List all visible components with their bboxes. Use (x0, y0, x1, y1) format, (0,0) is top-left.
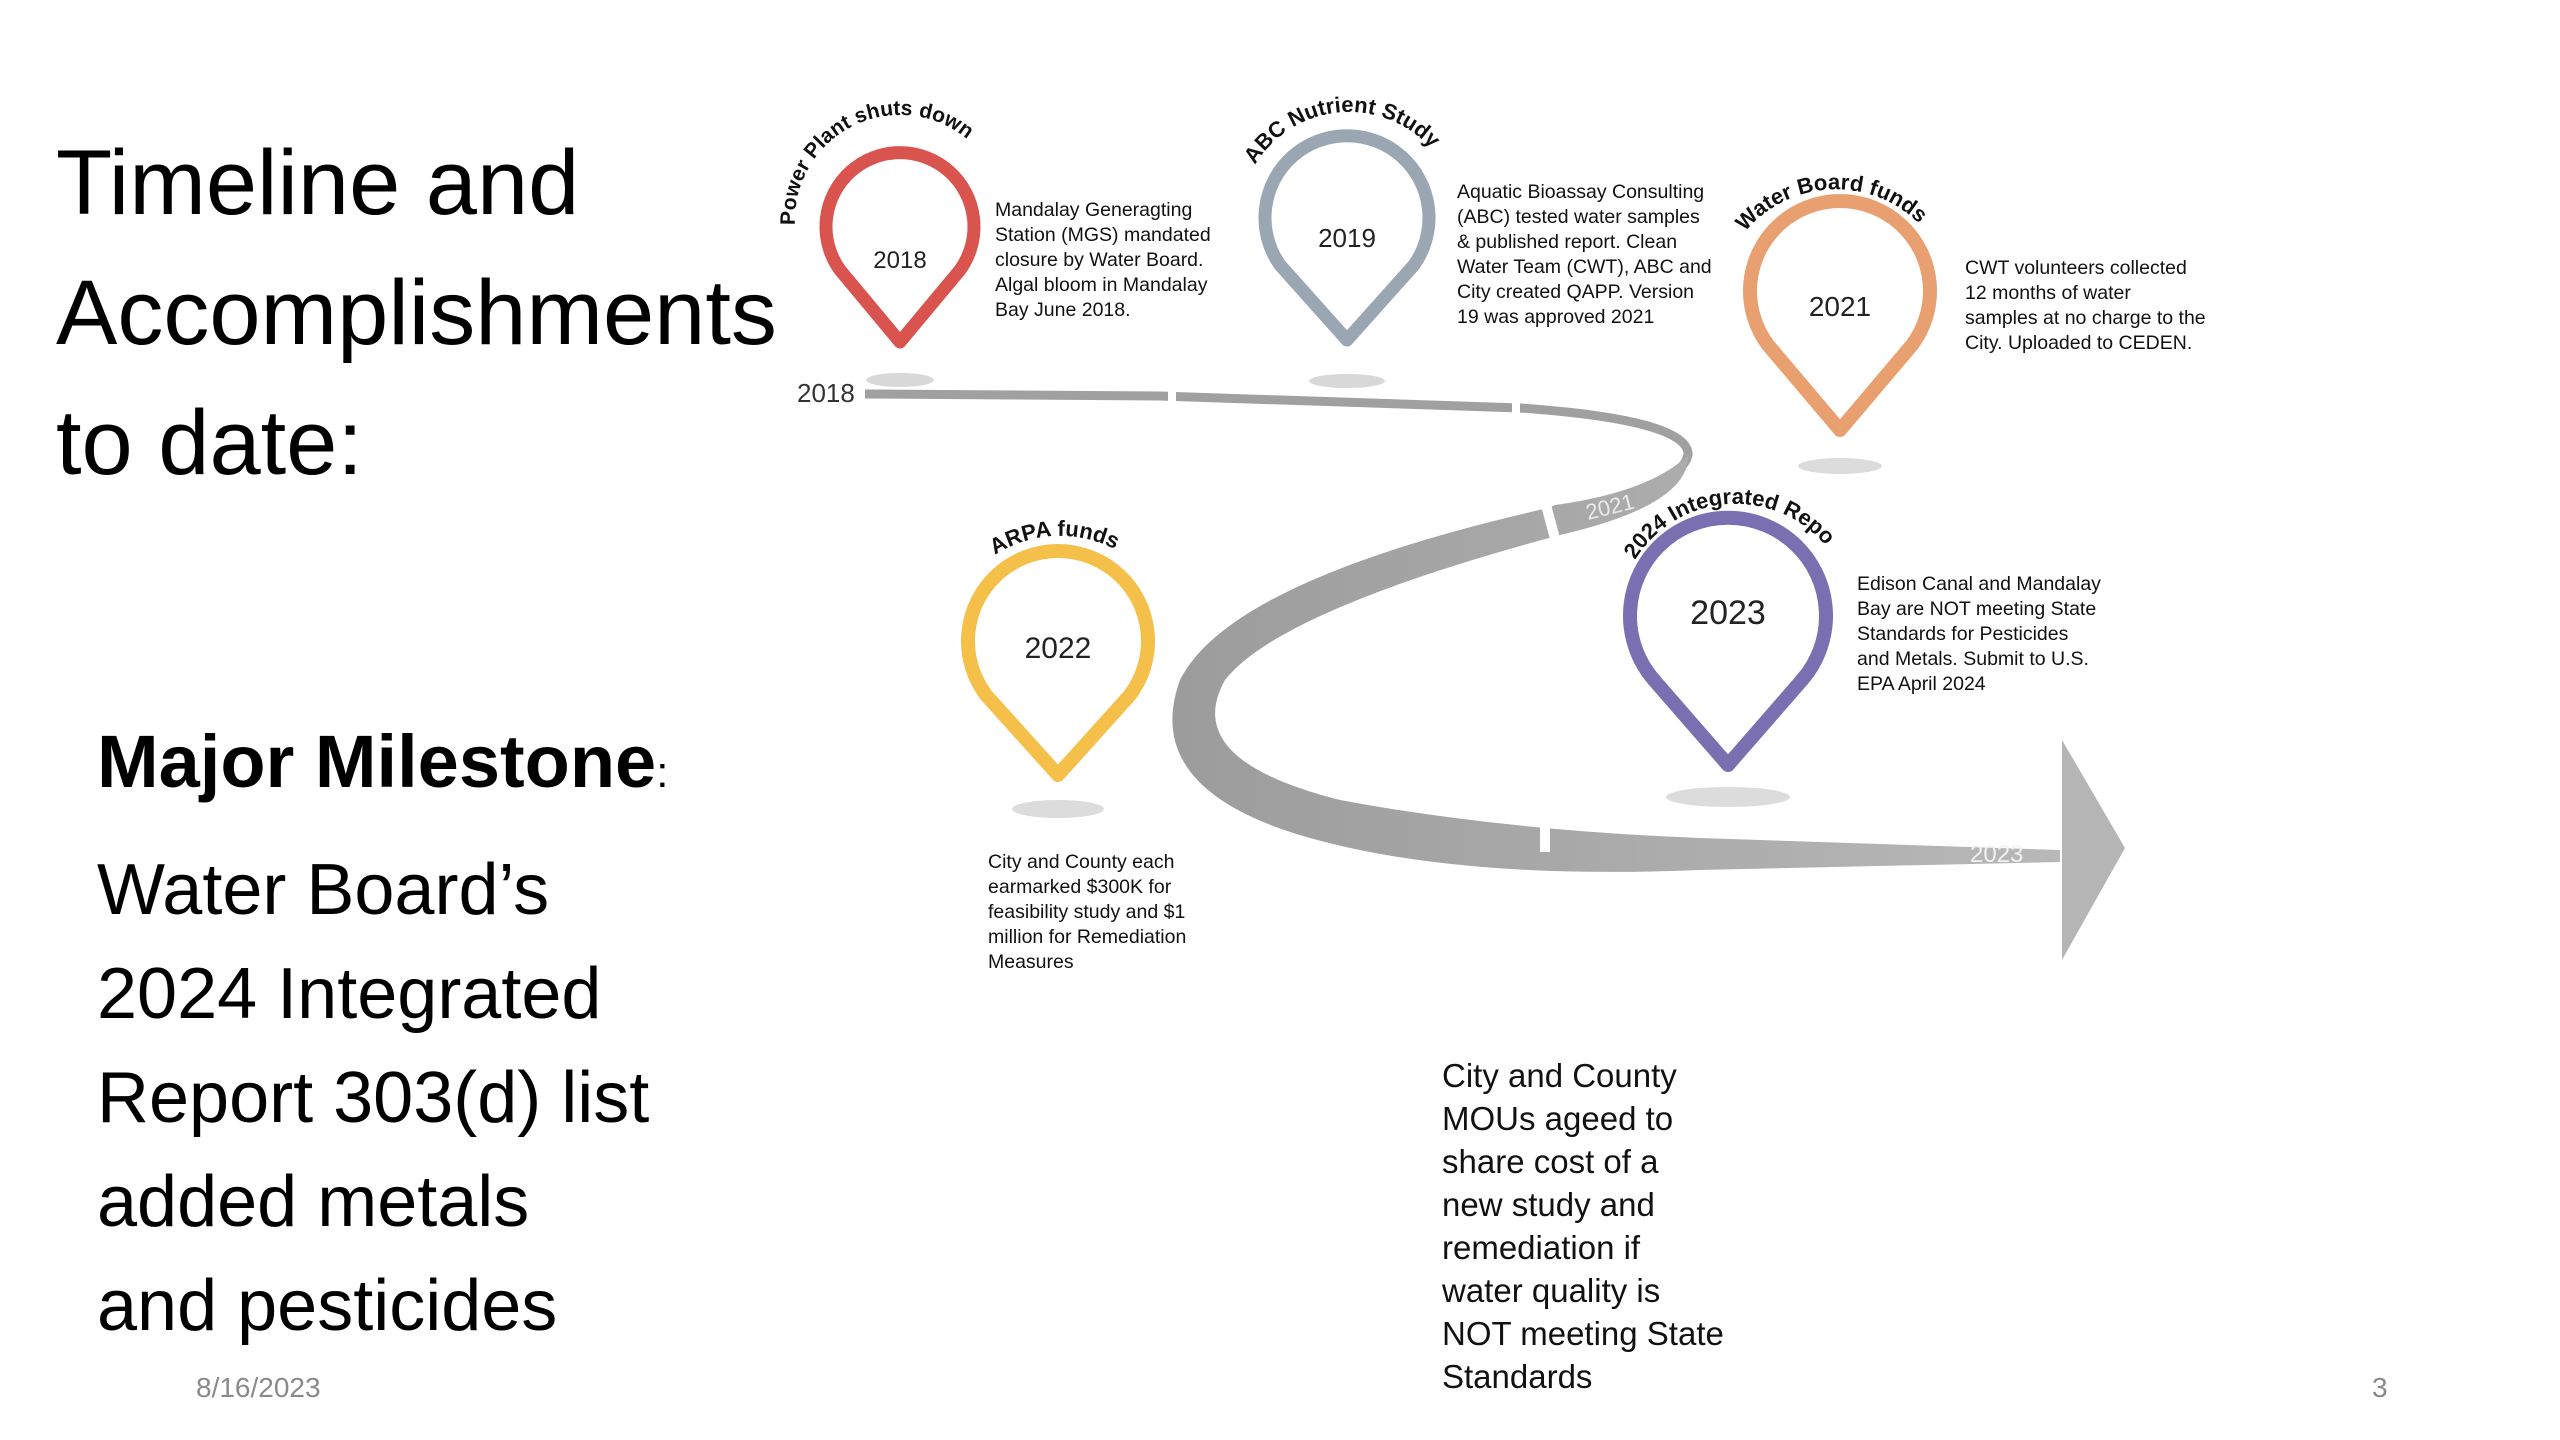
milestone-body: Water Board’s 2024 Integrated Report 303… (97, 838, 777, 1358)
road-label-mid: 2021 (1583, 489, 1637, 525)
milestone-line: Report 303(d) list (97, 1058, 650, 1138)
desc-line: earmarked $300K for (988, 876, 1172, 898)
desc-line: closure by Water Board. (995, 249, 1204, 271)
pin-year: 2018 (873, 247, 926, 274)
location-pin-icon (819, 146, 981, 349)
desc-line: Measures (988, 951, 1074, 973)
desc-line: CWT volunteers collected (1965, 257, 2187, 279)
mou-line: NOT meeting State (1442, 1315, 1724, 1352)
desc-line: and Metals. Submit to U.S. (1857, 648, 2089, 670)
title-line: Accomplishments (56, 262, 777, 364)
slide-title: Timeline and Accomplishments to date: (56, 118, 816, 508)
event-description-2021: CWT volunteers collected 12 months of wa… (1965, 256, 2206, 356)
desc-line: million for Remediation (988, 926, 1187, 948)
desc-line: Station (MGS) mandated (995, 224, 1211, 246)
milestone-line: and pesticides (97, 1266, 558, 1346)
desc-line: Bay are NOT meeting State (1857, 598, 2097, 620)
desc-line: Algal bloom in Mandalay (995, 274, 1208, 296)
event-description-2023: Edison Canal and Mandalay Bay are NOT me… (1857, 572, 2101, 697)
location-pin-icon (1623, 510, 1833, 772)
mou-note: City and County MOUs ageed to share cost… (1442, 1054, 1724, 1398)
desc-line: Water Team (CWT), ABC and (1457, 256, 1712, 278)
mou-line: MOUs ageed to (1442, 1100, 1674, 1137)
pin-year: 2023 (1690, 594, 1766, 632)
title-line: Timeline and (56, 132, 580, 234)
desc-line: City and County each (988, 851, 1175, 873)
mou-line: City and County (1442, 1057, 1677, 1094)
pin-year: 2021 (1809, 291, 1871, 322)
timeline-arrow-head (2062, 740, 2125, 960)
desc-line: Aquatic Bioassay Consulting (1457, 181, 1705, 203)
location-pin-icon (961, 544, 1155, 782)
desc-line: Bay June 2018. (995, 299, 1131, 321)
pin-year: 2022 (1025, 632, 1092, 665)
pin-shadow (1012, 800, 1104, 818)
milestone-line: added metals (97, 1162, 530, 1242)
desc-line: City created QAPP. Version (1457, 281, 1695, 303)
desc-line: EPA April 2024 (1857, 673, 1986, 695)
mou-line: new study and (1442, 1186, 1655, 1223)
pin-shadow (1666, 787, 1790, 807)
milestone-colon: : (656, 748, 669, 797)
pin-shadow (866, 373, 934, 387)
desc-line: Standards for Pesticides (1857, 623, 2069, 645)
milestone-heading-text: Major Milestone (97, 720, 657, 803)
slide-number: 3 (2372, 1372, 2388, 1403)
desc-line: (ABC) tested water samples (1457, 206, 1700, 228)
mou-line: Standards (1442, 1358, 1593, 1395)
timeline-road-curve (1172, 455, 2060, 872)
slide-date: 8/16/2023 (196, 1372, 321, 1403)
milestone-heading: Major Milestone: (97, 712, 668, 823)
pin-shadow (1798, 458, 1882, 474)
milestone-line: 2024 Integrated (97, 954, 602, 1034)
mou-line: remediation if (1442, 1229, 1641, 1266)
pin-shadow (1309, 374, 1385, 388)
location-pin-icon (1743, 194, 1937, 437)
milestone-line: Water Board’s (97, 850, 550, 930)
desc-line: Mandalay Generagting (995, 199, 1193, 221)
event-description-2019: Aquatic Bioassay Consulting (ABC) tested… (1457, 180, 1712, 330)
desc-line: & published report. Clean (1457, 231, 1678, 253)
mou-line: share cost of a (1442, 1143, 1659, 1180)
mou-line: water quality is (1442, 1272, 1661, 1309)
desc-line: City. Uploaded to CEDEN. (1965, 332, 2193, 354)
desc-line: feasibility study and $1 (988, 901, 1186, 923)
pin-year: 2019 (1318, 223, 1376, 253)
desc-line: 12 months of water (1965, 282, 2131, 304)
desc-line: 19 was approved 2021 (1457, 306, 1655, 328)
desc-line: samples at no charge to the (1965, 307, 2206, 329)
road-label-end: 2023 (1970, 841, 2023, 868)
location-pin-icon (1258, 129, 1436, 347)
desc-line: Edison Canal and Mandalay (1857, 573, 2101, 595)
event-description-2018: Mandalay Generagting Station (MGS) manda… (995, 198, 1211, 323)
timeline-road-top (864, 389, 1693, 524)
title-line: to date: (56, 392, 363, 494)
event-description-2022: City and County each earmarked $300K for… (988, 850, 1186, 975)
timeline-start-label: 2018 (797, 378, 855, 408)
